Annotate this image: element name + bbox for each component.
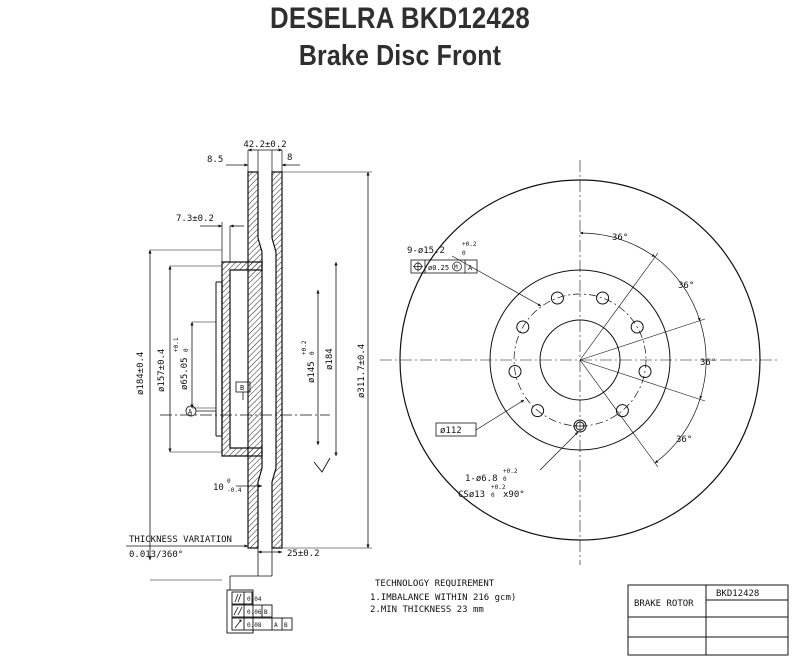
bolt-hole <box>596 291 610 305</box>
dim-left-offset: 8.5 <box>207 155 223 165</box>
position-mod: M <box>454 264 458 271</box>
tolerance-frame-text: 0.04 0.06 B 0.08 A B <box>247 596 288 629</box>
position-datum: A <box>468 264 473 272</box>
section-view <box>126 148 372 590</box>
small-hole-upper: +0.2 <box>503 468 518 475</box>
small-hole-label: 1-ø6.8 <box>465 474 498 484</box>
small-hole-lower: 0 <box>503 476 507 483</box>
disc-plate-left <box>247 171 263 549</box>
mmc-circle <box>452 261 462 272</box>
part-number: BKD12428 <box>716 589 759 599</box>
tolerance-frames <box>226 589 293 634</box>
position-tol: ø0.25 <box>428 264 449 272</box>
front-view-labels: 9-ø15.2 +0.2 0 ø0.25 M A 36° 36° 36° 36°… <box>407 233 716 500</box>
dim-mid-dia: ø184 <box>325 348 335 370</box>
bolt-hole <box>531 404 545 418</box>
note-item-1: 1.IMBALANCE WITHIN 216 gcm) <box>370 593 516 603</box>
bolt-holes <box>508 291 652 433</box>
dim-hat-thickness-upper: 0 <box>227 478 231 485</box>
title-block <box>627 584 789 656</box>
title-block-text: BRAKE ROTOR BKD12428 <box>634 589 759 609</box>
dim-width: 42.2±0.2 <box>243 140 286 150</box>
tol-cylindricity-value: 0.04 <box>247 596 262 603</box>
tol-runout-datum-a: A <box>274 622 278 629</box>
bolt-hole <box>508 365 522 378</box>
parallelism-icon <box>233 606 243 616</box>
dim-center-bore-tol-upper: +0.1 <box>173 337 180 352</box>
bolt-hole <box>630 320 644 334</box>
dim-disc-dia: ø311.7±0.4 <box>357 344 367 398</box>
front-view <box>380 160 780 565</box>
chamfer-label: CSø13 <box>458 490 485 500</box>
dim-disc-thickness: 25±0.2 <box>287 549 320 559</box>
dim-hat-offset: 7.3±0.2 <box>176 214 214 224</box>
tol-parallelism-datum: B <box>264 609 268 616</box>
part-name: BRAKE ROTOR <box>634 599 694 609</box>
tol-parallelism-value: 0.06 <box>247 609 262 616</box>
dim-inner-dia: ø145 <box>307 361 317 383</box>
holes-label: 9-ø15.2 <box>407 246 445 256</box>
note-item-2: 2.MIN THICKNESS 23 mm <box>370 605 484 615</box>
bolt-hole <box>550 291 564 305</box>
dim-inner-tol-lower: 0 <box>309 351 316 355</box>
dim-hat-thickness: 10 <box>213 483 224 493</box>
section-labels: 42.2±0.2 8.5 8 7.3±0.2 ø184±0.4 ø157±0.4… <box>129 140 367 560</box>
datum-a: A <box>188 408 193 416</box>
page-subtitle: Brake Disc Front <box>298 40 502 72</box>
angle-label-3: 36° <box>700 358 716 368</box>
disc-plate-right <box>271 171 283 549</box>
dim-center-bore-tol-lower: 0 <box>183 348 190 352</box>
cylindricity-icon <box>234 593 242 603</box>
dim-right-offset: 8 <box>287 153 292 163</box>
holes-label-upper: +0.2 <box>462 241 477 248</box>
runout-icon <box>234 619 242 629</box>
bolt-hole <box>516 320 530 334</box>
surface-finish-symbol <box>313 457 331 473</box>
dim-hub-dia: ø157±0.4 <box>157 349 167 392</box>
chamfer-angle: x90° <box>503 490 525 500</box>
bolt-hole <box>638 365 652 378</box>
notes-heading: TECHNOLOGY REQUIREMENT <box>375 579 495 589</box>
angle-label-2: 36° <box>678 281 694 291</box>
hat-wall <box>221 261 263 457</box>
dim-outer-dia-left: ø184±0.4 <box>136 352 146 395</box>
pcd-label: ø112 <box>440 426 462 436</box>
chamfer-upper: +0.2 <box>491 484 506 491</box>
dim-inner-tol-upper: +0.2 <box>301 340 308 355</box>
angle-label-1: 36° <box>612 233 628 243</box>
bolt-hole <box>615 404 629 418</box>
dim-center-bore: ø65.05 <box>180 357 190 390</box>
holes-label-lower: 0 <box>462 250 466 257</box>
thickness-variation-value: 0.013/360° <box>129 550 183 560</box>
angle-label-4: 36° <box>676 435 692 445</box>
tol-runout-datum-b: B <box>284 622 288 629</box>
tol-runout-value: 0.08 <box>247 622 262 629</box>
chamfer-lower: 0 <box>491 492 495 499</box>
dim-hat-thickness-lower: -0.4 <box>227 487 242 494</box>
page-title: DESELRA BKD12428 <box>270 2 530 35</box>
datum-b: B <box>240 384 244 392</box>
thickness-variation-label: THICKNESS VARIATION <box>129 535 232 545</box>
notes: TECHNOLOGY REQUIREMENT 1.IMBALANCE WITHI… <box>370 579 516 615</box>
